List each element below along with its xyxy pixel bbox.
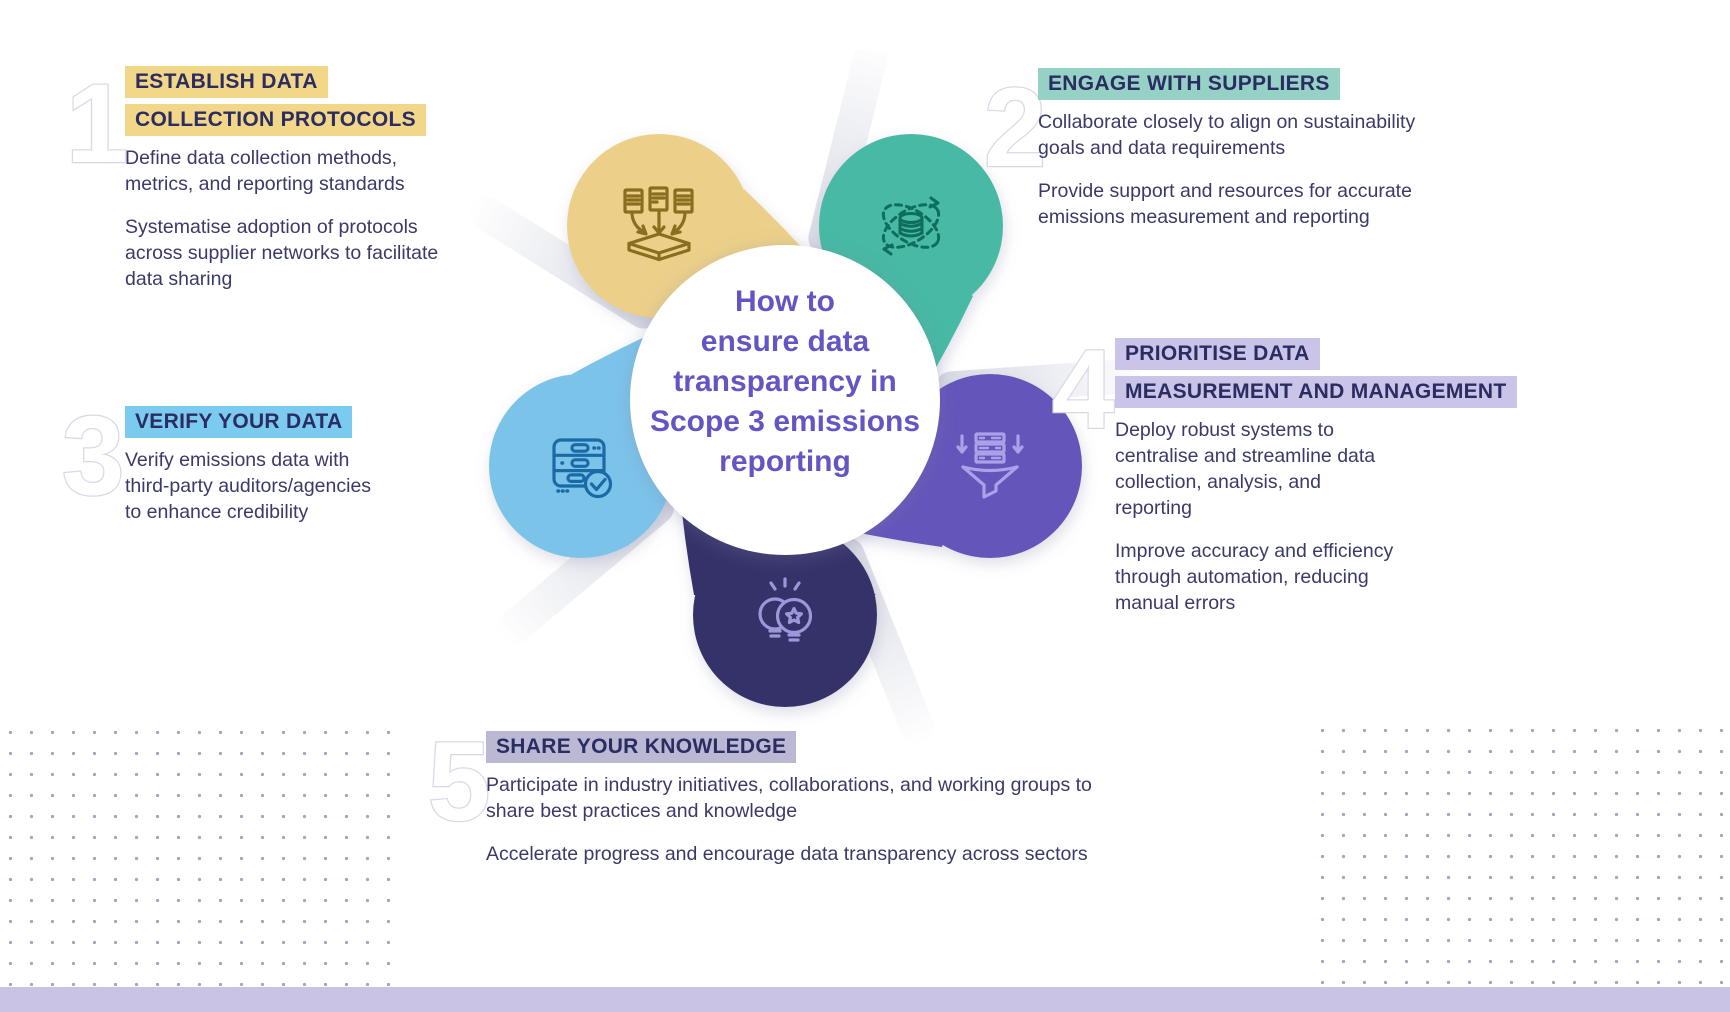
step-1-number: 1 [65, 60, 130, 188]
step-1-heading-line-2: COLLECTION PROTOCOLS [125, 104, 426, 137]
documents-collection-icon [623, 186, 694, 262]
step-5-number: 5 [427, 718, 492, 846]
step-4-heading-line-2: MEASUREMENT AND MANAGEMENT [1115, 376, 1517, 409]
flower-diagram [468, 50, 1140, 745]
step-4-heading-line-1: PRIORITISE DATA [1115, 338, 1320, 371]
server-verified-icon [552, 438, 613, 499]
svg-text:2: 2 [984, 65, 1046, 190]
step-5-heading-line-1: SHARE YOUR KNOWLEDGE [486, 731, 797, 764]
step-2-paragraph: Collaborate closely to align on sustaina… [1038, 111, 1416, 160]
step-3-paragraph: Verify emissions data with third-party a… [125, 449, 372, 524]
step-1-paragraph: Define data collection methods, metrics,… [125, 147, 405, 196]
step-4: PRIORITISE DATA MEASUREMENT AND MANAGEME… [1115, 338, 1595, 633]
step-2: ENGAGE WITH SUPPLIERS Collaborate closel… [1038, 68, 1518, 247]
idea-lightbulb-icon [758, 577, 813, 642]
step-2-heading-line-1: ENGAGE WITH SUPPLIERS [1038, 68, 1340, 101]
step-5-paragraph: Participate in industry initiatives, col… [486, 774, 1092, 823]
svg-text:3: 3 [62, 393, 124, 518]
svg-text:1: 1 [66, 61, 128, 186]
infographic-title: How to ensure data transparency in Scope… [649, 285, 921, 478]
step-1: ESTABLISH DATA COLLECTION PROTOCOLS Defi… [125, 66, 545, 309]
data-funnel-icon [956, 432, 1024, 499]
step-4-number: 4 [1051, 326, 1116, 454]
step-3-number: 3 [61, 392, 126, 520]
step-1-paragraph: Systematise adoption of protocols across… [125, 216, 439, 291]
data-exchange-icon [881, 196, 941, 256]
step-5: SHARE YOUR KNOWLEDGE Participate in indu… [486, 731, 1206, 884]
step-3: VERIFY YOUR DATA Verify emissions data w… [125, 406, 525, 542]
step-3-heading-line-1: VERIFY YOUR DATA [125, 406, 353, 439]
svg-text:4: 4 [1052, 327, 1114, 452]
step-4-paragraph: Deploy robust systems to centralise and … [1115, 419, 1376, 520]
step-5-paragraph: Accelerate progress and encourage data t… [486, 843, 1088, 866]
step-2-number: 2 [983, 64, 1048, 192]
footer-bar [0, 987, 1730, 1012]
step-1-heading-line-1: ESTABLISH DATA [125, 66, 328, 99]
dot-pattern-right [1312, 720, 1730, 986]
step-2-paragraph: Provide support and resources for accura… [1038, 180, 1412, 229]
dot-pattern-left [0, 722, 392, 986]
center-circle [630, 245, 940, 555]
svg-text:5: 5 [428, 719, 490, 844]
step-4-paragraph: Improve accuracy and efficiency through … [1115, 540, 1394, 615]
